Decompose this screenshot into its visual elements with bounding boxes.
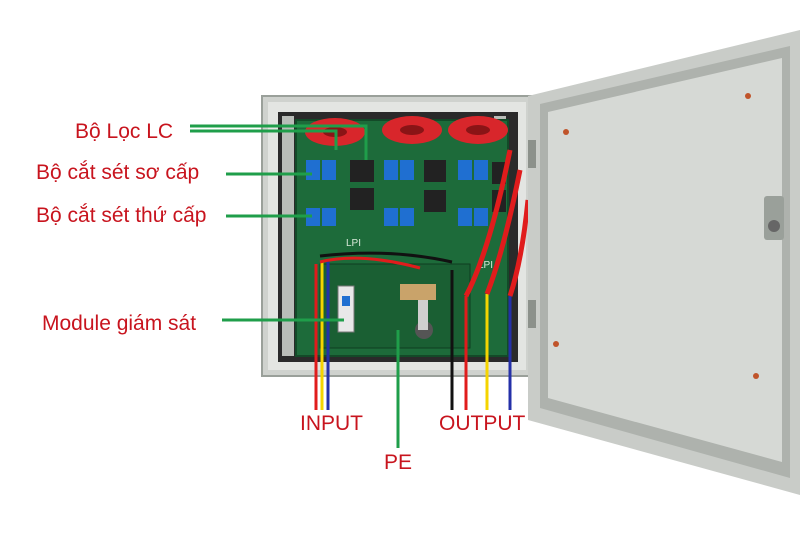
label-lc-filter: Bộ Lọc LC <box>75 120 174 143</box>
board-brand-left: LPI <box>346 238 361 249</box>
surge-modules <box>306 160 506 226</box>
monitoring-module <box>319 263 471 349</box>
lc-inductors <box>305 116 508 146</box>
board-brand-right: LPI <box>478 260 493 271</box>
cabinet-door <box>528 30 800 495</box>
label-pe: PE <box>384 451 413 474</box>
label-primary-surge: Bộ cắt sét sơ cấp <box>36 161 200 184</box>
label-input: INPUT <box>300 412 363 435</box>
label-monitor-module: Module giám sát <box>42 312 197 335</box>
leader-lines <box>190 124 368 322</box>
label-secondary-surge: Bộ cắt sét thứ cấp <box>36 204 207 227</box>
door-latch-icon <box>764 196 784 240</box>
label-output: OUTPUT <box>439 412 526 435</box>
